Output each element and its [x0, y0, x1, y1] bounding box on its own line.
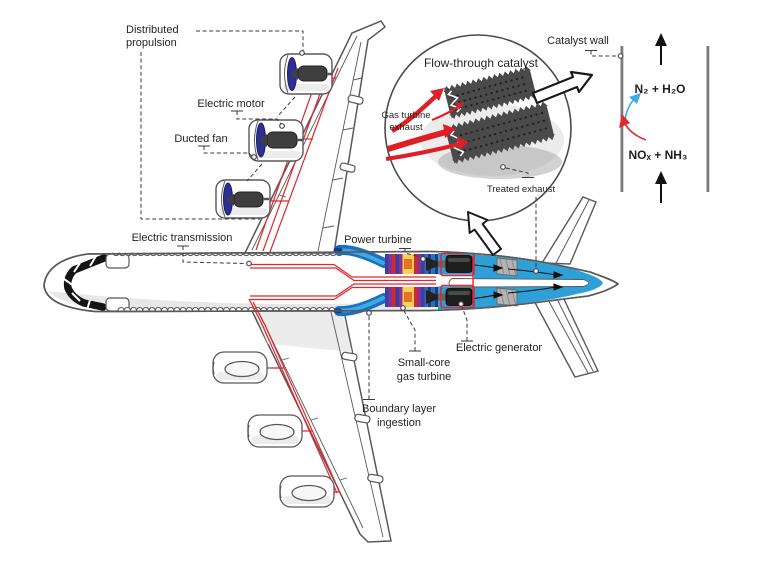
cabin-windows-bottom	[117, 307, 348, 311]
small-core-connector	[403, 310, 416, 351]
lower-wing	[250, 310, 392, 543]
lower-fan-2	[247, 414, 303, 448]
exhaust-mixer-lower	[496, 287, 518, 307]
label-electric-generator: Electric generator	[456, 342, 543, 354]
transmission-connector	[182, 246, 246, 264]
catalyst-inset	[384, 34, 572, 222]
upper-wing-flap-fairings	[339, 94, 364, 173]
generator-upper-red-box	[440, 252, 475, 277]
lower-stabilizer	[530, 294, 599, 378]
gas-exhaust-arrows	[385, 88, 469, 161]
upper-wing-flap-line	[317, 41, 362, 252]
reaction-arrow-red	[619, 114, 647, 141]
label-inset-title: Flow-through catalyst	[424, 56, 539, 70]
generator-upper-sheen	[448, 258, 470, 262]
svg-text:propulsion: propulsion	[126, 37, 177, 49]
svg-text:ingestion: ingestion	[377, 417, 421, 429]
shaft-cone-upper	[426, 257, 438, 271]
wing-fan-2	[248, 119, 304, 162]
power-turbine-connector	[404, 248, 421, 258]
arrow-inset-to-wall	[531, 70, 594, 105]
label-catalyst-wall: Catalyst wall	[547, 35, 609, 47]
callout-nodes	[246, 50, 624, 316]
wing-fan-1	[279, 53, 333, 95]
label-electric-motor: Electric motor	[197, 98, 265, 110]
lower-wing-flap-fairings	[341, 351, 384, 484]
electric-motor-3	[233, 191, 264, 208]
dp-link-2	[246, 163, 263, 182]
products-label: N₂ + H₂O	[634, 82, 685, 96]
shaft-upper	[438, 260, 446, 268]
label-electric-transmission: Electric transmission	[132, 232, 233, 244]
tail-surfaces	[530, 196, 599, 378]
wall-connector	[590, 50, 616, 57]
lower-wing-slat-line	[258, 312, 364, 529]
label-boundary-layer: Boundary layer	[362, 403, 436, 415]
generator-lower-red-box	[440, 284, 475, 309]
upper-wing-slat-line	[251, 35, 358, 251]
rear-engine-upper	[333, 244, 475, 277]
door-top	[105, 253, 130, 269]
labels: Distributed propulsion Electric motor Du…	[126, 24, 609, 429]
callout-connectors	[140, 30, 616, 400]
dp-link-1	[276, 96, 296, 118]
fuselage-outline-overlay	[43, 250, 620, 313]
reaction-arrow-blue	[624, 93, 641, 121]
generator-lower-sheen	[448, 291, 470, 295]
flow-up-arrow-bottom	[655, 171, 667, 203]
treated-connector-top	[505, 167, 529, 177]
lower-stabilizer-elevator-line	[545, 295, 589, 374]
inlet-lip-upper	[333, 247, 343, 253]
svg-text:gas turbine: gas turbine	[397, 371, 451, 383]
generator-connector	[461, 306, 468, 341]
lower-stabilizer-inner-line	[554, 294, 594, 372]
label-gas-turbine-exhaust: Gas turbine	[381, 110, 430, 121]
electric-motor-2	[266, 131, 298, 149]
catalyst-roll-upper	[443, 66, 537, 119]
upper-stabilizer	[540, 196, 597, 265]
dp-bracket-top	[196, 30, 304, 54]
arrow-tail-to-inset	[467, 211, 502, 256]
bli-duct-upper-core	[339, 248, 385, 265]
electric-motor-1	[297, 65, 328, 82]
fan-connector	[203, 146, 253, 157]
tail-exhaust-flow	[436, 253, 603, 310]
flow-up-arrow-top	[655, 33, 667, 65]
label-distributed-propulsion: Distributed	[126, 24, 179, 36]
dp-bracket-left	[140, 52, 260, 220]
wall-right	[706, 46, 710, 192]
shaft-lower	[438, 293, 446, 301]
lower-fan-3	[279, 475, 335, 508]
svg-text:exhaust: exhaust	[389, 122, 423, 133]
label-power-turbine: Power turbine	[344, 234, 412, 246]
catalyst-wall-panel: N₂ + H₂O NOₓ + NH₃	[619, 33, 710, 203]
reactants-label: NOₓ + NH₃	[629, 148, 688, 162]
lower-fan-1	[212, 351, 268, 384]
wing-fan-3	[215, 179, 271, 219]
cockpit-window-dividers	[63, 255, 97, 311]
shaft-cone-lower	[426, 290, 438, 304]
label-ducted-fan: Ducted fan	[174, 133, 227, 145]
motor-connector	[236, 111, 282, 125]
lower-wing-root-shading	[254, 312, 352, 352]
label-treated-exhaust: Treated exhaust	[487, 184, 556, 195]
upper-stabilizer-elevator-line	[555, 199, 590, 264]
lower-wing-flap-line	[330, 311, 384, 538]
callout-caps	[177, 50, 597, 400]
label-small-core: Small-core	[398, 357, 451, 369]
